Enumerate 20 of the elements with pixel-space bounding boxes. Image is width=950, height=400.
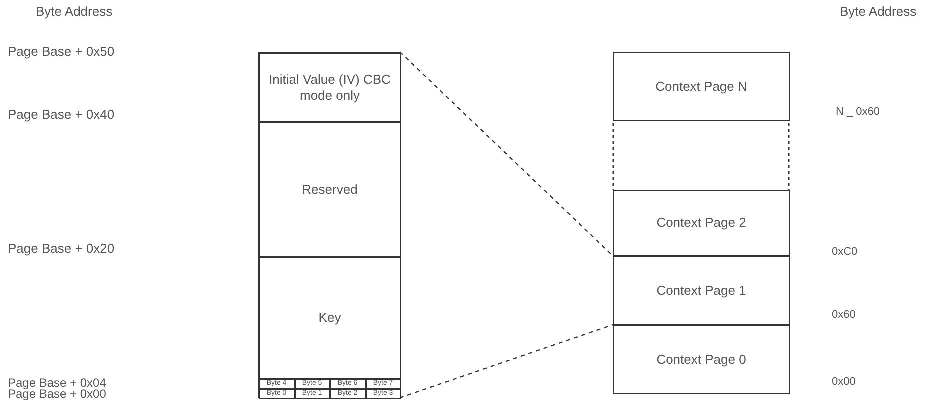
context-page-box: Context Page 0 xyxy=(613,325,790,394)
address-label: Page Base + 0x50 xyxy=(8,44,115,59)
memory-region: Key xyxy=(259,257,401,379)
memory-region: Initial Value (IV) CBC mode only xyxy=(259,53,401,122)
offset-label: 0x60 xyxy=(832,309,856,321)
context-page-box: Context Page 1 xyxy=(613,256,790,325)
offset-label: N _ 0x60 xyxy=(836,106,880,118)
offset-label: 0x00 xyxy=(832,376,856,388)
zoom-line xyxy=(400,52,614,256)
context-page-box: Context Page N xyxy=(613,52,790,121)
memory-region: Reserved xyxy=(259,122,401,257)
address-label: Page Base + 0x40 xyxy=(8,107,115,122)
column-heading: Byte Address xyxy=(840,4,917,19)
zoom-line xyxy=(400,324,614,399)
address-label: Page Base + 0x04 xyxy=(8,378,106,389)
memory-page-box xyxy=(258,52,400,398)
context-page-box: Context Page 2 xyxy=(613,190,790,256)
offset-label: 0xC0 xyxy=(832,246,858,258)
address-label: Page Base + 0x20 xyxy=(8,241,115,256)
column-heading: Byte Address xyxy=(36,4,113,19)
